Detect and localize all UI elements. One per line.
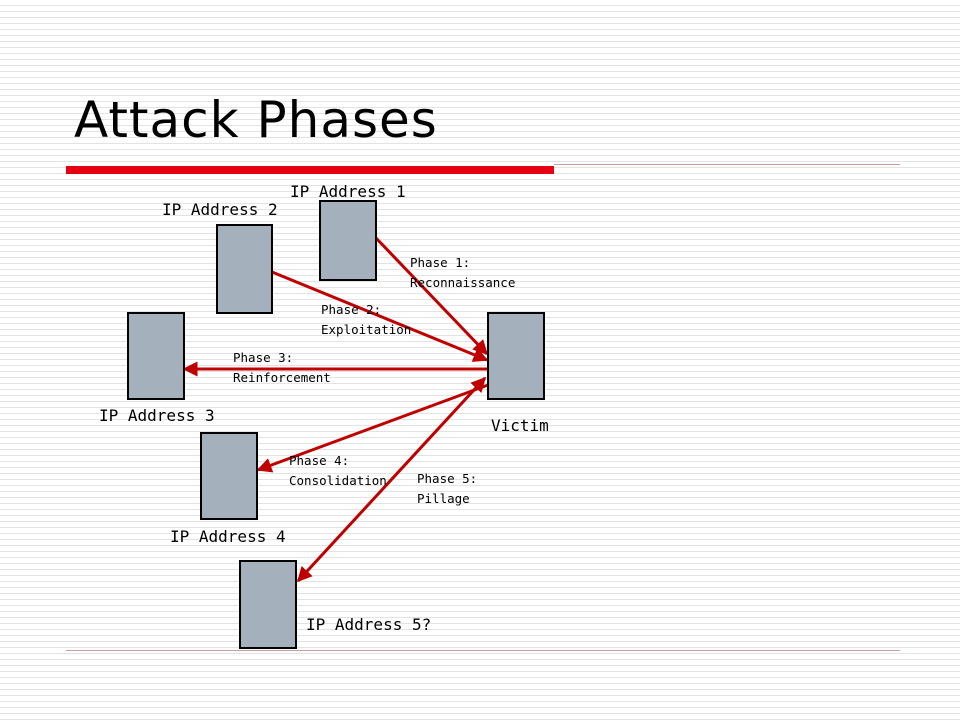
- ip-address-1-label: IP Address 1: [290, 182, 406, 201]
- phase-1-label: Phase 1: Reconnaissance: [410, 253, 550, 293]
- phase-5-label: Phase 5: Pillage: [417, 469, 557, 509]
- phase-1-arrow: [374, 236, 489, 356]
- victim-label: Victim: [491, 416, 549, 435]
- victim-node: [487, 312, 545, 400]
- ip-address-2-label: IP Address 2: [162, 200, 278, 219]
- ip-address-4-label: IP Address 4: [170, 527, 286, 546]
- title-accent-bar: [66, 166, 554, 174]
- bottom-rule: [66, 650, 900, 651]
- ip-address-5-node: [239, 560, 297, 649]
- phase-3-name: Reinforcement: [233, 370, 331, 385]
- phase-1-title: Phase 1:: [410, 255, 471, 270]
- phase-4-name: Consolidation: [289, 473, 387, 488]
- ip-address-3-node: [127, 312, 185, 400]
- phase-2-arrow: [271, 270, 489, 362]
- phase-5-name: Pillage: [417, 491, 470, 506]
- ip-address-2-node: [216, 224, 273, 314]
- phase-1-name: Reconnaissance: [410, 275, 516, 290]
- phase-2-name: Exploitation: [321, 322, 412, 337]
- phase-4-title: Phase 4:: [289, 453, 350, 468]
- title-rule: [554, 164, 900, 165]
- ip-address-3-label: IP Address 3: [99, 406, 215, 425]
- ip-address-1-node: [319, 200, 377, 281]
- slide-title: Attack Phases: [74, 91, 438, 149]
- phase-3-label: Phase 3: Reinforcement: [233, 348, 373, 388]
- phase-2-label: Phase 2: Exploitation: [321, 300, 461, 340]
- phase-2-title: Phase 2:: [321, 302, 382, 317]
- phase-5-title: Phase 5:: [417, 471, 478, 486]
- ip-address-5-label: IP Address 5?: [306, 615, 432, 634]
- phase-4-label: Phase 4: Consolidation: [289, 451, 429, 491]
- ip-address-4-node: [200, 432, 258, 520]
- phase-5-arrow: [296, 376, 487, 583]
- phase-3-title: Phase 3:: [233, 350, 294, 365]
